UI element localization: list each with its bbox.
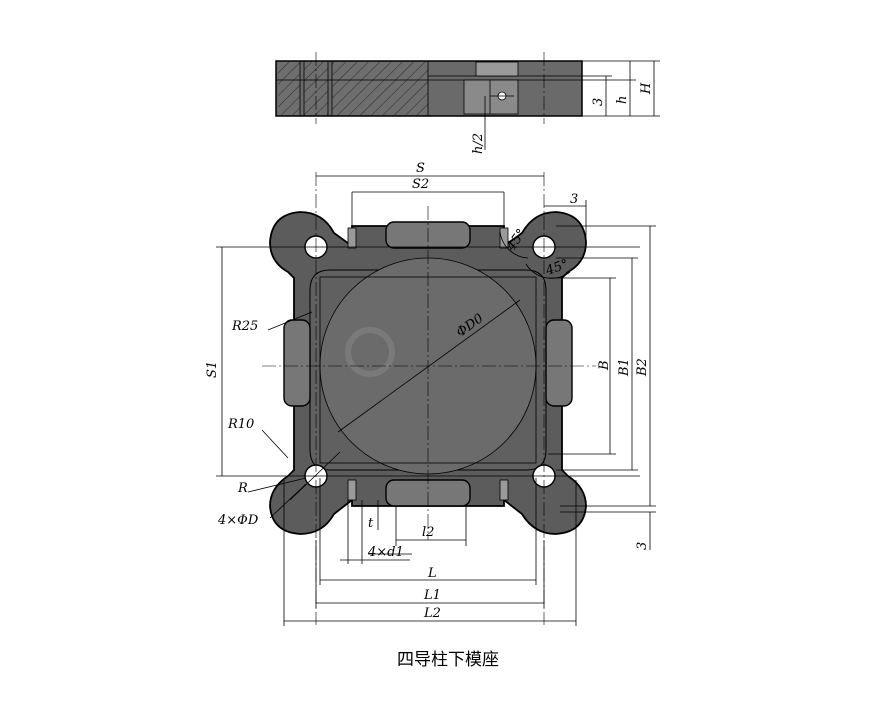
- figure-caption: 四导柱下模座: [397, 650, 499, 670]
- label-h-side: h: [615, 96, 630, 104]
- label-S1: S1: [205, 361, 220, 378]
- side-view: [275, 52, 660, 150]
- label-L1: L1: [423, 588, 441, 603]
- label-B2: B2: [635, 358, 650, 377]
- label-t: t: [368, 516, 374, 531]
- label-4xD: 4×ΦD: [217, 513, 259, 528]
- plan-view: [216, 172, 640, 625]
- label-R10: R10: [227, 417, 254, 432]
- label-h-half: h/2: [471, 133, 486, 154]
- label-L2: L2: [423, 606, 441, 621]
- label-R: R: [237, 481, 248, 496]
- label-4xd1: 4×d1: [367, 545, 404, 560]
- label-three-right: 3: [635, 542, 650, 550]
- label-S: S: [416, 161, 425, 176]
- label-three-top: 3: [570, 192, 578, 207]
- label-R25: R25: [231, 319, 258, 334]
- label-H-side: H: [639, 82, 654, 95]
- label-B: B: [597, 360, 612, 371]
- label-l2: l2: [422, 525, 434, 540]
- dimension-lines: [221, 175, 656, 626]
- label-S2: S2: [412, 177, 429, 192]
- label-L: L: [427, 566, 437, 581]
- label-B1: B1: [617, 358, 632, 377]
- label-three-side: 3: [591, 98, 606, 106]
